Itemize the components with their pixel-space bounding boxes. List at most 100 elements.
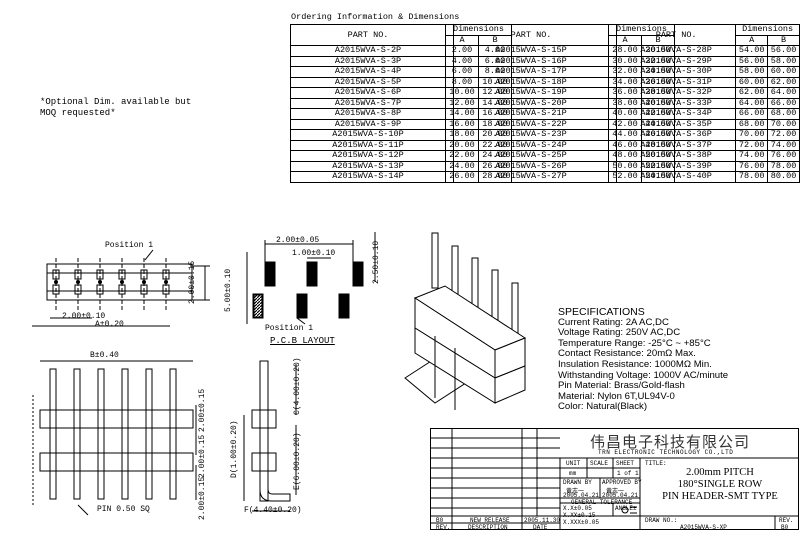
side-dim-c: C(4.00±0.20) [293,357,302,415]
front-dim-3: 2.00±0.15 [198,476,207,520]
part-number: A2015WVA-S-35P [615,118,737,130]
spec-line: Voltage Rating: 250V AC,DC [558,327,681,339]
part-number: A2015WVA-S-12P [290,150,446,162]
unit-value: mm [569,470,577,477]
sheet-value: 1 of 1 [617,470,639,477]
part-number: A2015WVA-S-7P [290,97,446,109]
dim-b-header: B [767,34,800,46]
dim-b-value: 66.00 [767,97,800,109]
dim-a-value: 56.00 [735,55,769,67]
dim-b-value: 76.00 [767,150,800,162]
iso-pins [431,232,519,341]
part-number: A2015WVA-S-9P [290,118,446,130]
angle-label: ANGLE± [615,505,637,512]
part-number: A2015WVA-S-32P [615,87,737,99]
top-view-pins [52,269,170,295]
revision-description: NEW RELEASE [470,517,510,524]
rev-column-header: REV. [436,524,451,531]
dim-b-value: 62.00 [767,76,800,88]
top-view-drawing [32,249,210,327]
spec-line: Withstanding Voltage: 1000V AC/minute [558,369,729,381]
dim-a-value: 74.00 [735,150,769,162]
title-line-3: PIN HEADER-SMT TYPE [662,491,778,502]
date-column-header: DATE [533,524,548,531]
part-number: A2015WVA-S-15P [453,45,609,57]
dimensions-header: Dimensions [735,24,800,36]
pcb-dim-500: 5.00±0.10 [224,268,233,312]
front-view-pins [49,368,177,500]
general-tolerance-label: GENERAL TOLERANCE [571,499,633,506]
dim-a-value: 64.00 [735,97,769,109]
part-number: A2015WVA-S-11P [290,139,446,151]
dim-b-value: 58.00 [767,55,800,67]
pitch-dimension: 2.00±0.10 [62,312,106,321]
title-line-2: 180°SINGLE ROW [677,479,763,490]
dim-b-value: 68.00 [767,108,800,120]
part-number: A2015WVA-S-26P [453,160,609,172]
part-no-header: PART NO. [290,24,446,46]
pcb-dim-250: 2.50±0.10 [372,240,381,284]
revision-date: 2005.11.30 [524,517,561,524]
part-no-header: PART NO. [615,24,737,46]
dim-a-value: 58.00 [735,66,769,78]
part-number: A2015WVA-S-30P [615,66,737,78]
drawn-by-name: 黄志一 [566,488,585,495]
side-view-drawing [243,360,297,512]
part-number: A2015WVA-S-20P [453,97,609,109]
dim-a-value: 66.00 [735,108,769,120]
position-1-label: Position 1 [105,241,154,250]
company-name-cn: 伟昌电子科技有限公司 [590,433,751,451]
part-number: A2015WVA-S-40P [615,171,737,183]
part-number: A2015WVA-S-28P [615,45,737,57]
dim-a-value: 70.00 [735,129,769,141]
pin-size-label: PIN 0.50 SQ [97,505,150,514]
part-number: A2015WVA-S-3P [290,55,446,67]
drawn-date: 2005.04.21 [563,492,600,499]
dim-a-header: A [735,34,769,46]
dim-a-value: 68.00 [735,118,769,130]
part-number: A2015WVA-S-5P [290,76,446,88]
part-number: A2015WVA-S-6P [290,87,446,99]
description-column-header: DESCRIPTION [468,524,508,531]
part-number: A2015WVA-S-36P [615,129,737,141]
dim-b-value: 70.00 [767,118,800,130]
dim-a-value: 78.00 [735,171,769,183]
company-name-en: TRN ELECTRONIC TECHNOLOGY CO.,LTD [598,449,734,456]
dim-b-value: 72.00 [767,129,800,141]
part-number: A2015WVA-S-38P [615,150,737,162]
part-number: A2015WVA-S-29P [615,55,737,67]
title-line-1: 2.00mm PITCH [686,467,754,478]
dim-a-value: 60.00 [735,76,769,88]
unit-label: UNIT [566,460,581,467]
side-dim-e: E(6.00±0.20) [293,432,302,490]
drawing-title: 2.00mm PITCH 180°SINGLE ROW PIN HEADER-S… [645,467,795,503]
spec-line: Contact Resistance: 20mΩ Max. [558,348,696,360]
sheet-label: SHEET [616,460,635,467]
drawing-number: A2015WVA-S-XP [680,524,727,531]
tolerance-3: X.XXX±0.05 [563,519,600,526]
part-number: A2015WVA-S-33P [615,97,737,109]
title-label: TITLE: [645,460,667,467]
pcb-dim-2: 2.00±0.05 [276,236,320,245]
part-number: A2015WVA-S-14P [290,171,446,183]
part-number: A2015WVA-S-39P [615,160,737,172]
part-number: A2015WVA-S-2P [290,45,446,57]
dim-b-value: 64.00 [767,87,800,99]
spec-line: Current Rating: 2A AC,DC [558,316,669,328]
note-line-1: *Optional Dim. available but [40,97,192,107]
rev-value: B0 [781,524,789,531]
dim-b-label: B±0.40 [90,351,119,360]
part-number: A2015WVA-S-4P [290,66,446,78]
spec-line: Temperature Range: -25°C ~ +85°C [558,337,711,349]
part-number: A2015WVA-S-17P [453,66,609,78]
